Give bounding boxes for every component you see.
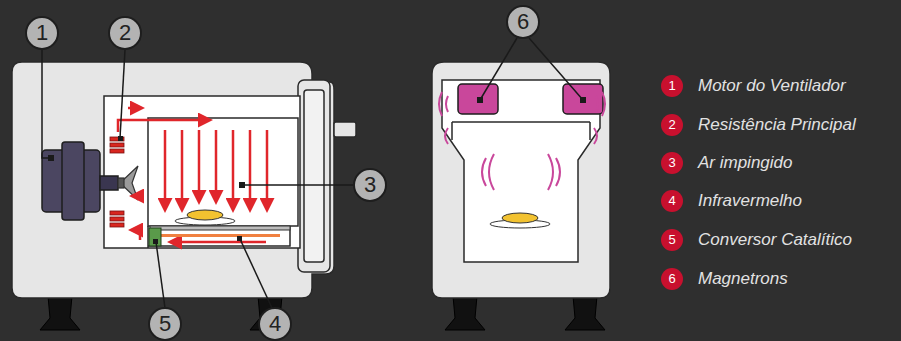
food-plate (187, 210, 223, 220)
callout-number: 3 (353, 168, 387, 202)
heating-element (110, 149, 124, 153)
oven-front-body (432, 62, 610, 298)
leader-line (529, 38, 583, 100)
leader-dot (118, 136, 123, 141)
fan-blade (118, 178, 124, 188)
magnetron (458, 84, 603, 114)
legend-number: 5 (661, 229, 683, 251)
legend-number: 3 (661, 152, 683, 174)
airflow-arrow (198, 130, 201, 200)
leader-dot (48, 97, 586, 244)
oven-leg (40, 296, 80, 330)
callout-number: 5 (148, 307, 182, 341)
heating-element (110, 137, 124, 141)
microwave-wave (596, 96, 598, 112)
food-plate (150, 226, 290, 230)
leader-line (42, 38, 583, 308)
legend-number: 6 (661, 268, 683, 290)
oven-front-body (452, 121, 590, 123)
oven-front-body (432, 62, 610, 298)
food-plate (490, 213, 550, 228)
legend-number: 1 (661, 75, 683, 97)
fan-motor (62, 142, 84, 220)
oven-leg (445, 296, 485, 330)
callout-number: 1 (25, 16, 59, 50)
heating-element (110, 137, 124, 227)
legend-text: Magnetrons (698, 269, 788, 289)
oven-side-body (304, 90, 324, 262)
microwave-wave (445, 128, 448, 144)
callout-number: 6 (506, 5, 540, 39)
leader-dot (477, 97, 483, 103)
heating-element (110, 211, 124, 215)
leader-line (120, 50, 125, 138)
airflow-arrow (118, 120, 208, 132)
food-plate (150, 210, 290, 230)
oven-side-body (12, 62, 356, 298)
legend-text: Infravermelho (698, 191, 802, 211)
oven-side-body (104, 96, 300, 248)
oven-side-body (298, 80, 330, 272)
callout-number: 2 (108, 16, 142, 50)
food-plate (502, 213, 538, 223)
airflow-arrow (215, 130, 218, 200)
leader-line (156, 242, 165, 308)
oven-side-body (148, 226, 290, 246)
airflow-arrow (249, 130, 252, 208)
leader-line (480, 38, 517, 100)
leader-dot (237, 236, 242, 241)
microwave-wave (482, 158, 486, 186)
leader-dot (153, 239, 158, 244)
leader-line (42, 50, 50, 158)
heating-element (110, 223, 124, 227)
airflow-arrow (134, 195, 140, 198)
legend-number: 2 (661, 114, 683, 136)
oven-side-body (12, 62, 334, 298)
airflow-arrow (128, 107, 140, 110)
heating-element (110, 143, 124, 147)
airflow-arrow (266, 130, 269, 208)
leader-line (240, 239, 272, 308)
leader-dot (580, 97, 586, 103)
fan-motor (100, 176, 118, 190)
oven-leg (40, 296, 605, 330)
heating-element (110, 217, 124, 221)
oven-side-body (148, 118, 298, 226)
microwave-wave (489, 154, 494, 190)
leader-line (242, 184, 353, 186)
magnetron (458, 84, 498, 114)
oven-front-body (452, 122, 590, 140)
legend-text: Conversor Catalítico (698, 230, 852, 250)
legend-text: Ar impingido (698, 153, 793, 173)
microwave-wave (548, 154, 553, 190)
airflow-arrow (164, 130, 167, 208)
oven-side-body (334, 122, 356, 137)
microwave-wave (556, 158, 560, 186)
magnetron (563, 84, 603, 114)
infrared-element (160, 234, 280, 237)
microwave-wave (446, 96, 448, 112)
leader-dot (48, 155, 54, 161)
airflow-arrow (118, 108, 267, 242)
airflow-arrow (133, 230, 140, 240)
oven-leg (565, 296, 605, 330)
airflow-arrow (172, 241, 266, 244)
microwave-wave (602, 92, 605, 116)
fan-motor (42, 142, 118, 220)
legend-text: Resistência Principal (698, 115, 856, 135)
legend-text: Motor do Ventilador (698, 76, 846, 96)
airflow-arrow (232, 130, 235, 208)
catalytic-converter (149, 228, 161, 246)
microwave-wave (439, 92, 605, 190)
leader-dot (239, 182, 245, 188)
airflow-arrow (181, 130, 184, 208)
callout-number: 4 (258, 307, 292, 341)
legend-number: 4 (661, 190, 683, 212)
microwave-wave (439, 92, 442, 116)
microwave-wave (594, 128, 597, 144)
